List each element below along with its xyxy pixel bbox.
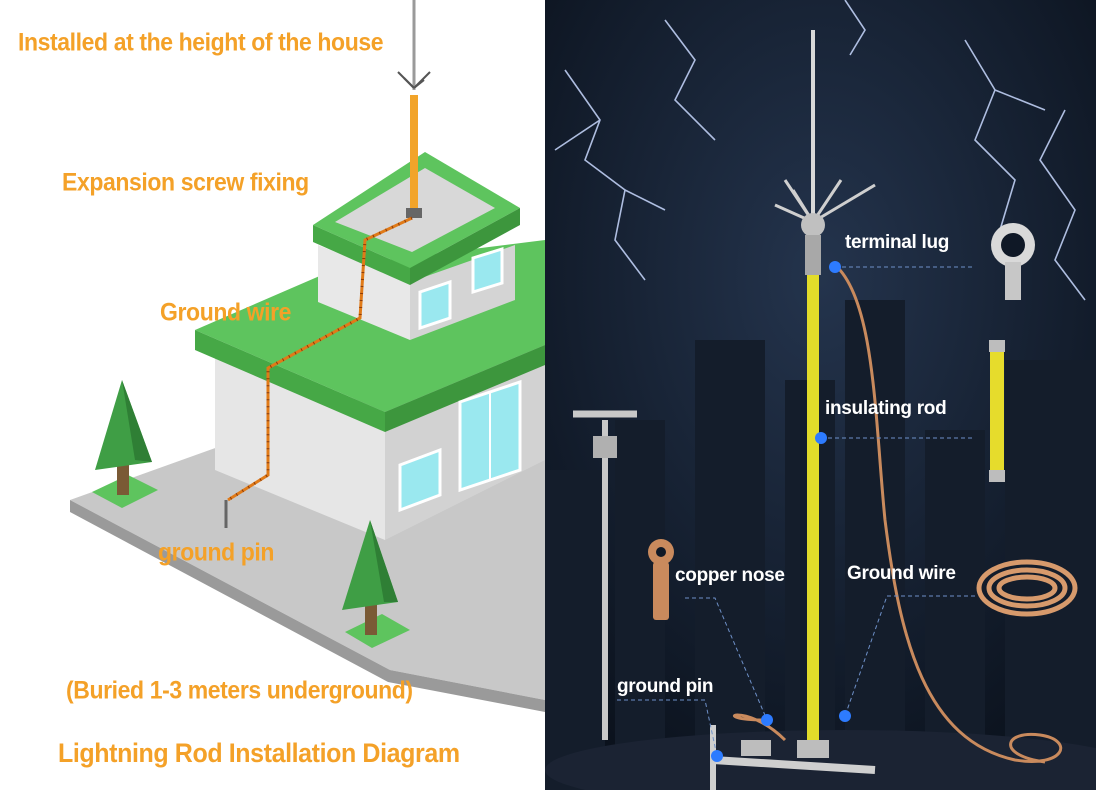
insulating-rod — [807, 275, 819, 740]
lightning-bolts — [554, 0, 1086, 301]
rod-insulator — [410, 95, 418, 210]
lower-building-front — [215, 355, 385, 540]
window — [398, 447, 442, 513]
label-expansion-screw: Expansion screw fixing — [62, 168, 309, 197]
label-copper-nose: copper nose — [675, 565, 785, 586]
upper-building-front — [318, 245, 410, 340]
label-buried-depth: (Buried 1-3 meters underground) — [66, 676, 413, 705]
base-platform — [545, 730, 1096, 790]
tree-icon — [342, 520, 410, 648]
copper-wire — [834, 263, 1063, 764]
copper-coil-icon — [976, 559, 1078, 617]
lower-roof-edge-side — [385, 345, 545, 432]
diagram-title: Lightning Rod Installation Diagram — [58, 738, 460, 769]
tree-icon — [92, 380, 158, 508]
insulating-rod-icon — [989, 340, 1005, 482]
rod-tip-icon — [397, 71, 431, 89]
house-illustration — [70, 0, 545, 712]
upper-roof-edge-side — [410, 208, 520, 285]
installation-diagram-panel: Installed at the height of the house Exp… — [0, 0, 545, 790]
terminal-lug-icon — [991, 223, 1035, 300]
label-install-height: Installed at the height of the house — [18, 28, 384, 57]
copper-nose-icon — [648, 539, 674, 620]
label-ground-pin: ground pin — [158, 538, 275, 567]
label-terminal-lug: terminal lug — [845, 232, 950, 253]
lower-roof-edge-front — [195, 330, 385, 432]
label-insulating-rod: insulating rod — [825, 398, 947, 419]
window — [418, 279, 452, 331]
components-illustration — [545, 0, 1096, 790]
label-ground-wire-component: Ground wire — [847, 563, 956, 584]
upper-roof-edge-front — [313, 225, 410, 285]
window — [471, 246, 504, 295]
label-ground-pin-component: ground pin — [617, 676, 714, 697]
components-panel: terminal lug insulating rod copper nose … — [545, 0, 1096, 790]
callout-markers — [711, 261, 851, 762]
label-ground-wire: Ground wire — [160, 298, 292, 327]
